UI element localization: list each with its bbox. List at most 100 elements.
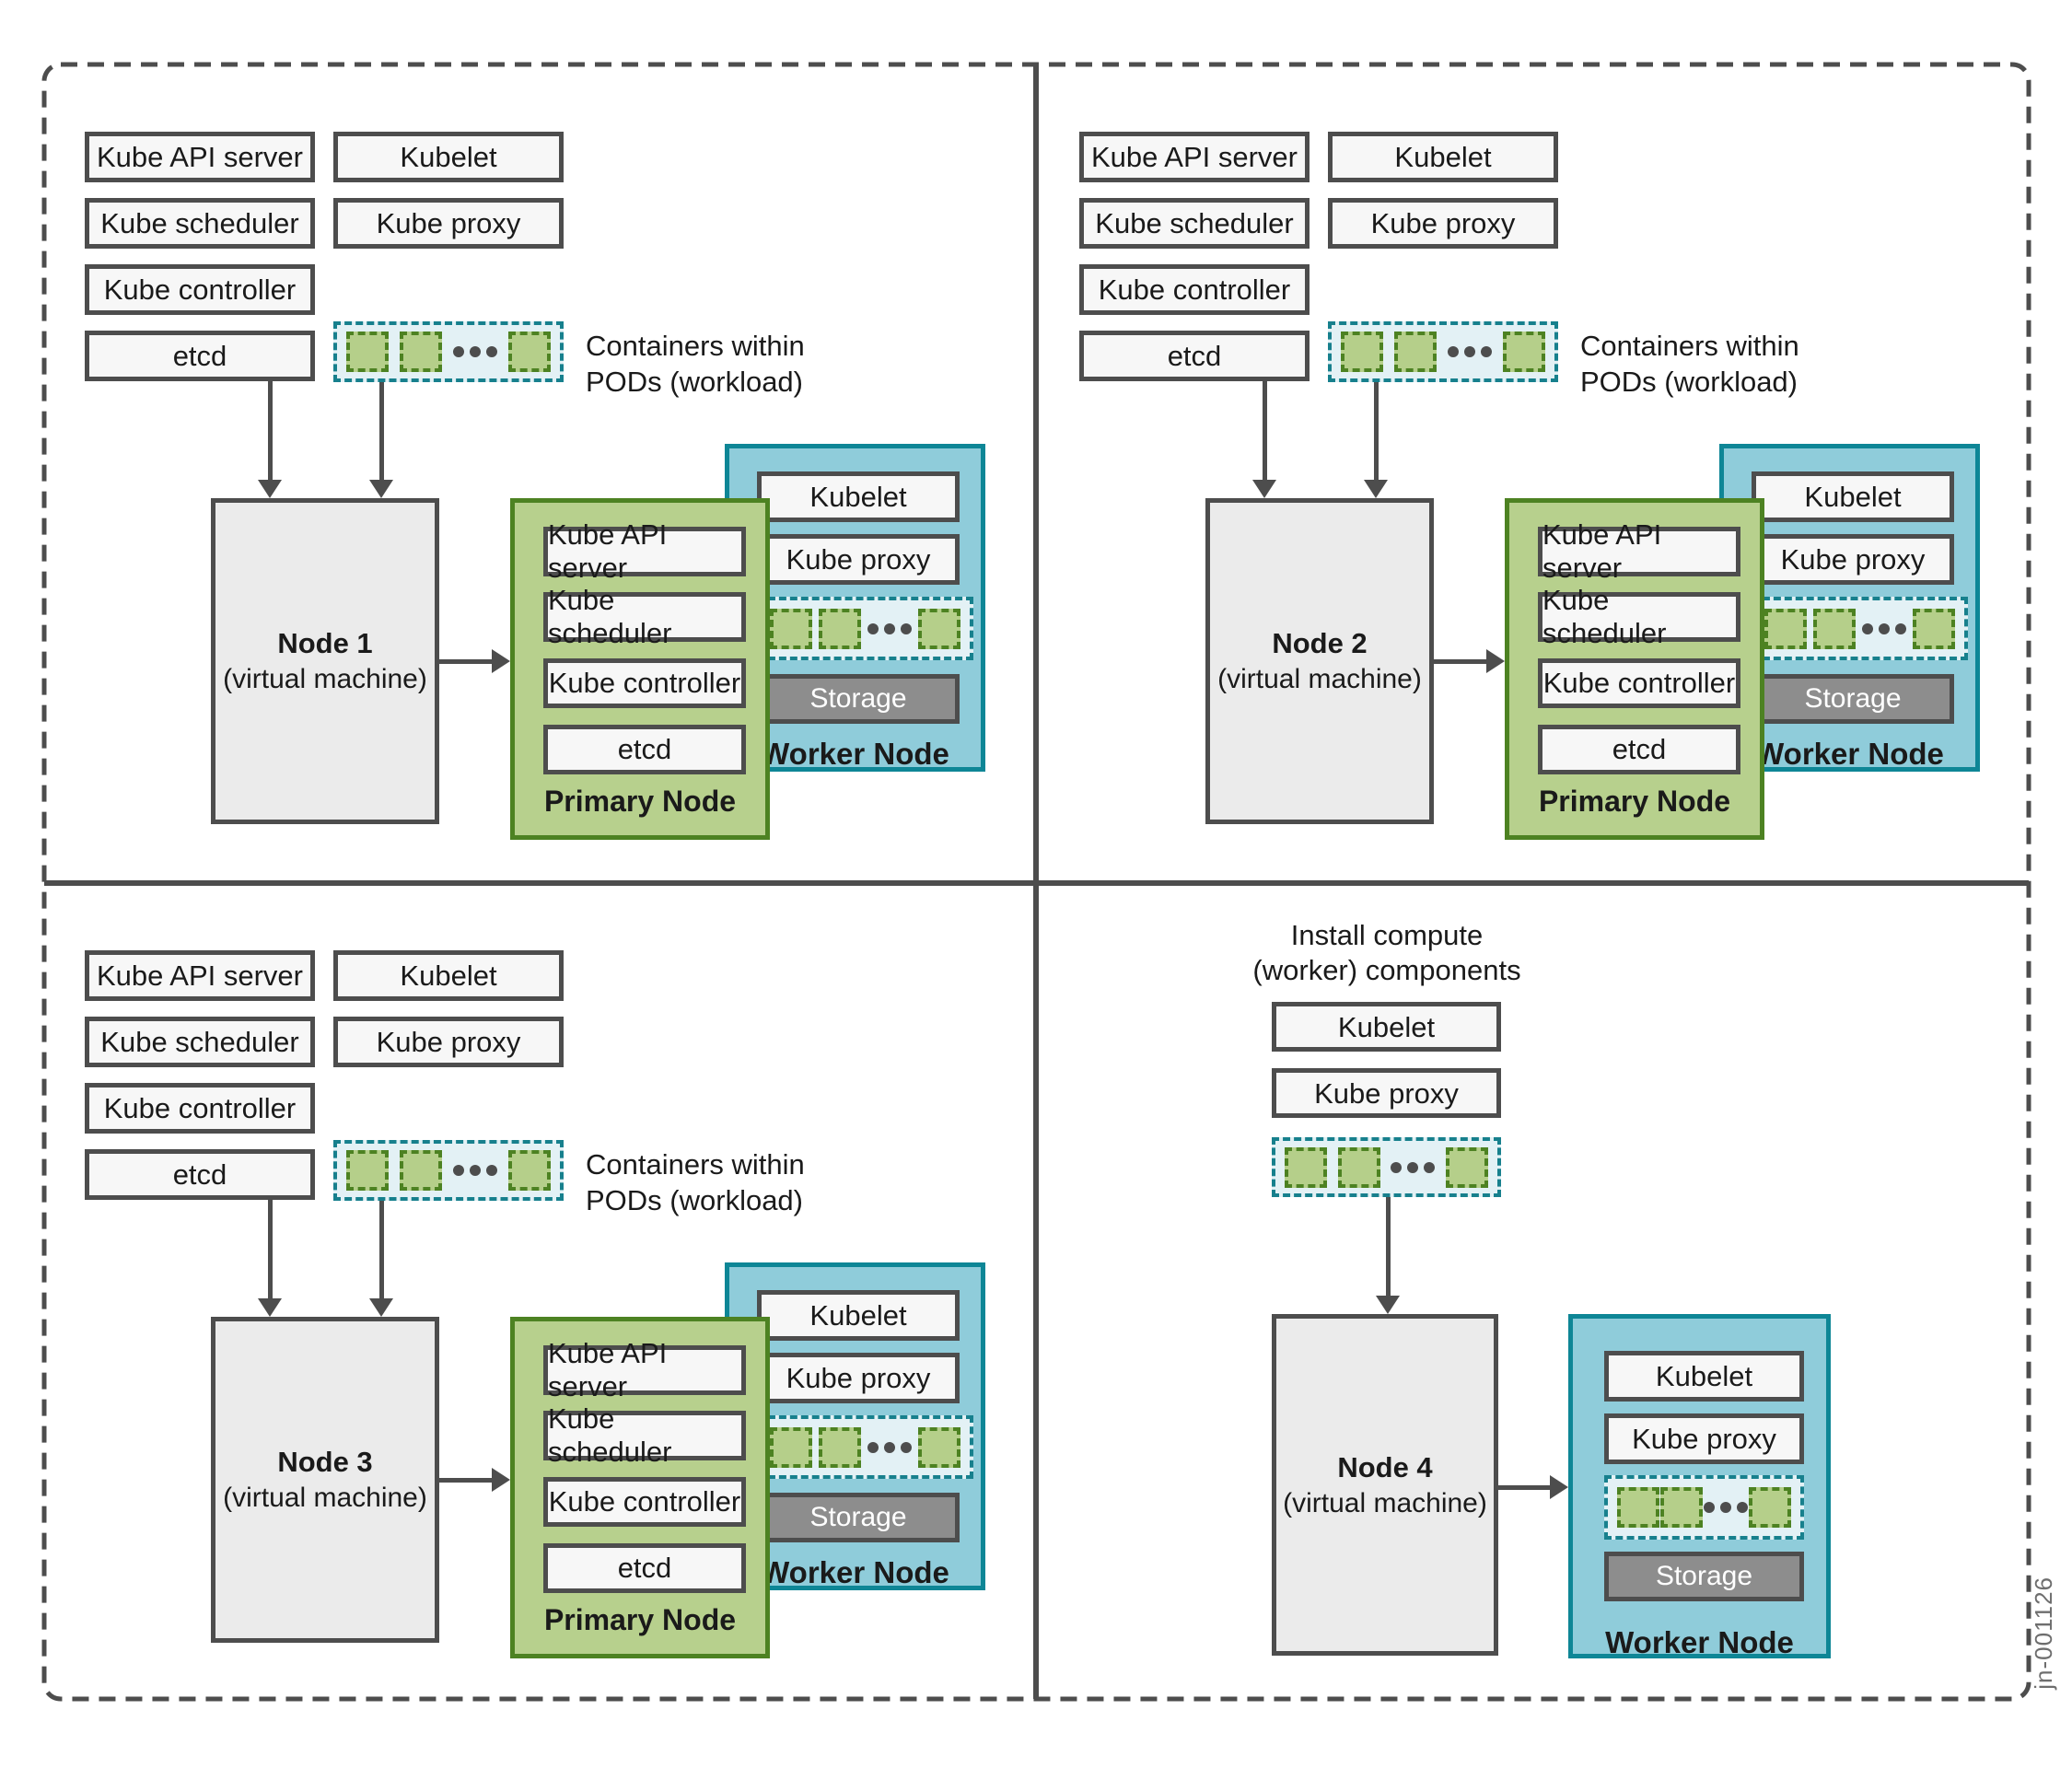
kube-proxy-box: Kube proxy	[1328, 198, 1558, 249]
worker-node-box: Kubelet Kube proxy Storage Worker Node	[1568, 1314, 1831, 1659]
node-vm-box: Node 3 (virtual machine)	[211, 1317, 439, 1643]
container-square	[400, 332, 442, 372]
primary-kube-controller-box: Kube controller	[543, 658, 746, 708]
kube-proxy-box: Kube proxy	[1272, 1068, 1501, 1118]
ellipsis-dots-icon	[1391, 1161, 1436, 1173]
worker-containers-strip	[1752, 597, 1968, 660]
container-square	[918, 1426, 960, 1468]
primary-kube-api-server-box: Kube API server	[1538, 518, 1740, 584]
arrow-pods-to-node	[369, 382, 393, 498]
node-title: Node 1	[277, 627, 373, 659]
kubelet-box: Kubelet	[1272, 1002, 1501, 1052]
containers-caption-line2: PODs (workload)	[586, 366, 803, 398]
container-square	[1913, 608, 1955, 649]
kubelet-box: Kubelet	[333, 950, 564, 1001]
container-square	[770, 1426, 812, 1468]
kube-api-server-box: Kube API server	[1079, 132, 1310, 182]
kube-proxy-box: Kube proxy	[333, 198, 564, 249]
containers-caption: Containers within PODs (workload)	[586, 1146, 805, 1218]
primary-kube-controller-box: Kube controller	[543, 1477, 746, 1527]
kube-controller-box: Kube controller	[85, 1083, 315, 1134]
arrow-pods-to-node	[1364, 382, 1388, 498]
container-square	[1337, 1146, 1380, 1188]
container-square	[400, 1150, 442, 1191]
worker-kube-proxy-box: Kube proxy	[757, 1353, 960, 1403]
arrow-pods-to-node	[1376, 1197, 1400, 1314]
worker-containers-strip	[757, 597, 973, 660]
etcd-box: etcd	[85, 331, 315, 381]
node-title: Node 3	[277, 1446, 373, 1478]
containers-pods-strip	[333, 321, 564, 382]
worker-kubelet-box: Kubelet	[757, 1290, 960, 1341]
container-square	[346, 1150, 389, 1191]
worker-containers-strip	[1604, 1475, 1804, 1540]
primary-kube-api-server-box: Kube API server	[543, 518, 746, 584]
primary-etcd-box: etcd	[1538, 725, 1740, 774]
ellipsis-dots-icon	[867, 1441, 912, 1453]
storage-box: Storage	[1604, 1552, 1804, 1601]
storage-box: Storage	[757, 1493, 960, 1542]
primary-etcd-box: etcd	[543, 1543, 746, 1593]
worker-kube-proxy-box: Kube proxy	[1604, 1413, 1804, 1464]
kube-controller-box: Kube controller	[85, 264, 315, 315]
primary-kube-scheduler-box: Kube scheduler	[1538, 584, 1740, 649]
kube-scheduler-box: Kube scheduler	[85, 198, 315, 249]
primary-kube-api-server-box: Kube API server	[543, 1337, 746, 1402]
worker-node-label: Worker Node	[1605, 1625, 1794, 1659]
primary-node-box: Kube API server Kube scheduler Kube cont…	[510, 498, 770, 840]
containers-caption-line1: Containers within	[1580, 330, 1799, 362]
node-title: Node 4	[1337, 1450, 1433, 1483]
quadrant-2: Kube API server Kube scheduler Kube cont…	[1039, 64, 2031, 883]
kubelet-box: Kubelet	[333, 132, 564, 182]
containers-pods-strip	[1328, 321, 1558, 382]
node-subtitle: (virtual machine)	[223, 1483, 427, 1513]
container-square	[1285, 1146, 1327, 1188]
etcd-box: etcd	[85, 1149, 315, 1200]
container-square	[1445, 1146, 1488, 1188]
container-square	[508, 332, 551, 372]
containers-caption: Containers within PODs (workload)	[1580, 328, 1799, 400]
worker-kubelet-box: Kubelet	[1604, 1351, 1804, 1402]
primary-node-box: Kube API server Kube scheduler Kube cont…	[510, 1317, 770, 1658]
worker-node-box: Kubelet Kube proxy Storage Worker Node	[725, 1262, 985, 1590]
container-square	[1749, 1487, 1791, 1528]
worker-containers-strip	[757, 1415, 973, 1479]
container-square	[819, 1426, 861, 1468]
containers-pods-strip	[1272, 1137, 1501, 1197]
worker-kube-proxy-box: Kube proxy	[1752, 534, 1954, 585]
arrow-components-to-node	[1252, 381, 1276, 498]
storage-box: Storage	[757, 674, 960, 724]
ellipsis-dots-icon	[1862, 622, 1906, 634]
install-worker-title-line2: (worker) components	[1252, 954, 1521, 986]
primary-kube-scheduler-box: Kube scheduler	[543, 584, 746, 649]
node-vm-box: Node 4 (virtual machine)	[1272, 1314, 1498, 1656]
primary-kube-scheduler-box: Kube scheduler	[543, 1402, 746, 1468]
primary-kube-controller-box: Kube controller	[1538, 658, 1740, 708]
container-square	[1813, 608, 1856, 649]
arrow-node-to-primary	[1434, 649, 1505, 673]
node-subtitle: (virtual machine)	[1217, 664, 1422, 694]
worker-kubelet-box: Kubelet	[757, 471, 960, 522]
arrow-components-to-node	[258, 1200, 282, 1317]
quadrant-4: Install compute (worker) components Kube…	[1036, 883, 2028, 1702]
containers-caption-line1: Containers within	[586, 1148, 805, 1181]
quadrant-3: Kube API server Kube scheduler Kube cont…	[44, 883, 1036, 1702]
container-square	[1764, 608, 1807, 649]
kube-proxy-box: Kube proxy	[333, 1017, 564, 1067]
figure-id-label: jn-001126	[2030, 1576, 2057, 1690]
container-square	[1394, 332, 1437, 372]
arrow-node-to-worker	[1498, 1475, 1568, 1499]
quadrant-1: Kube API server Kube scheduler Kube cont…	[44, 64, 1036, 883]
kube-api-server-box: Kube API server	[85, 950, 315, 1001]
container-square	[1341, 332, 1383, 372]
worker-node-label: Worker Node	[761, 737, 949, 771]
install-worker-title-line1: Install compute	[1290, 919, 1484, 951]
primary-etcd-box: etcd	[543, 725, 746, 774]
ellipsis-dots-icon	[453, 1165, 497, 1176]
containers-caption-line1: Containers within	[586, 330, 805, 362]
container-square	[918, 608, 960, 649]
kube-scheduler-box: Kube scheduler	[85, 1017, 315, 1067]
containers-caption-line2: PODs (workload)	[586, 1184, 803, 1216]
worker-node-label: Worker Node	[761, 1555, 949, 1589]
etcd-box: etcd	[1079, 331, 1310, 381]
